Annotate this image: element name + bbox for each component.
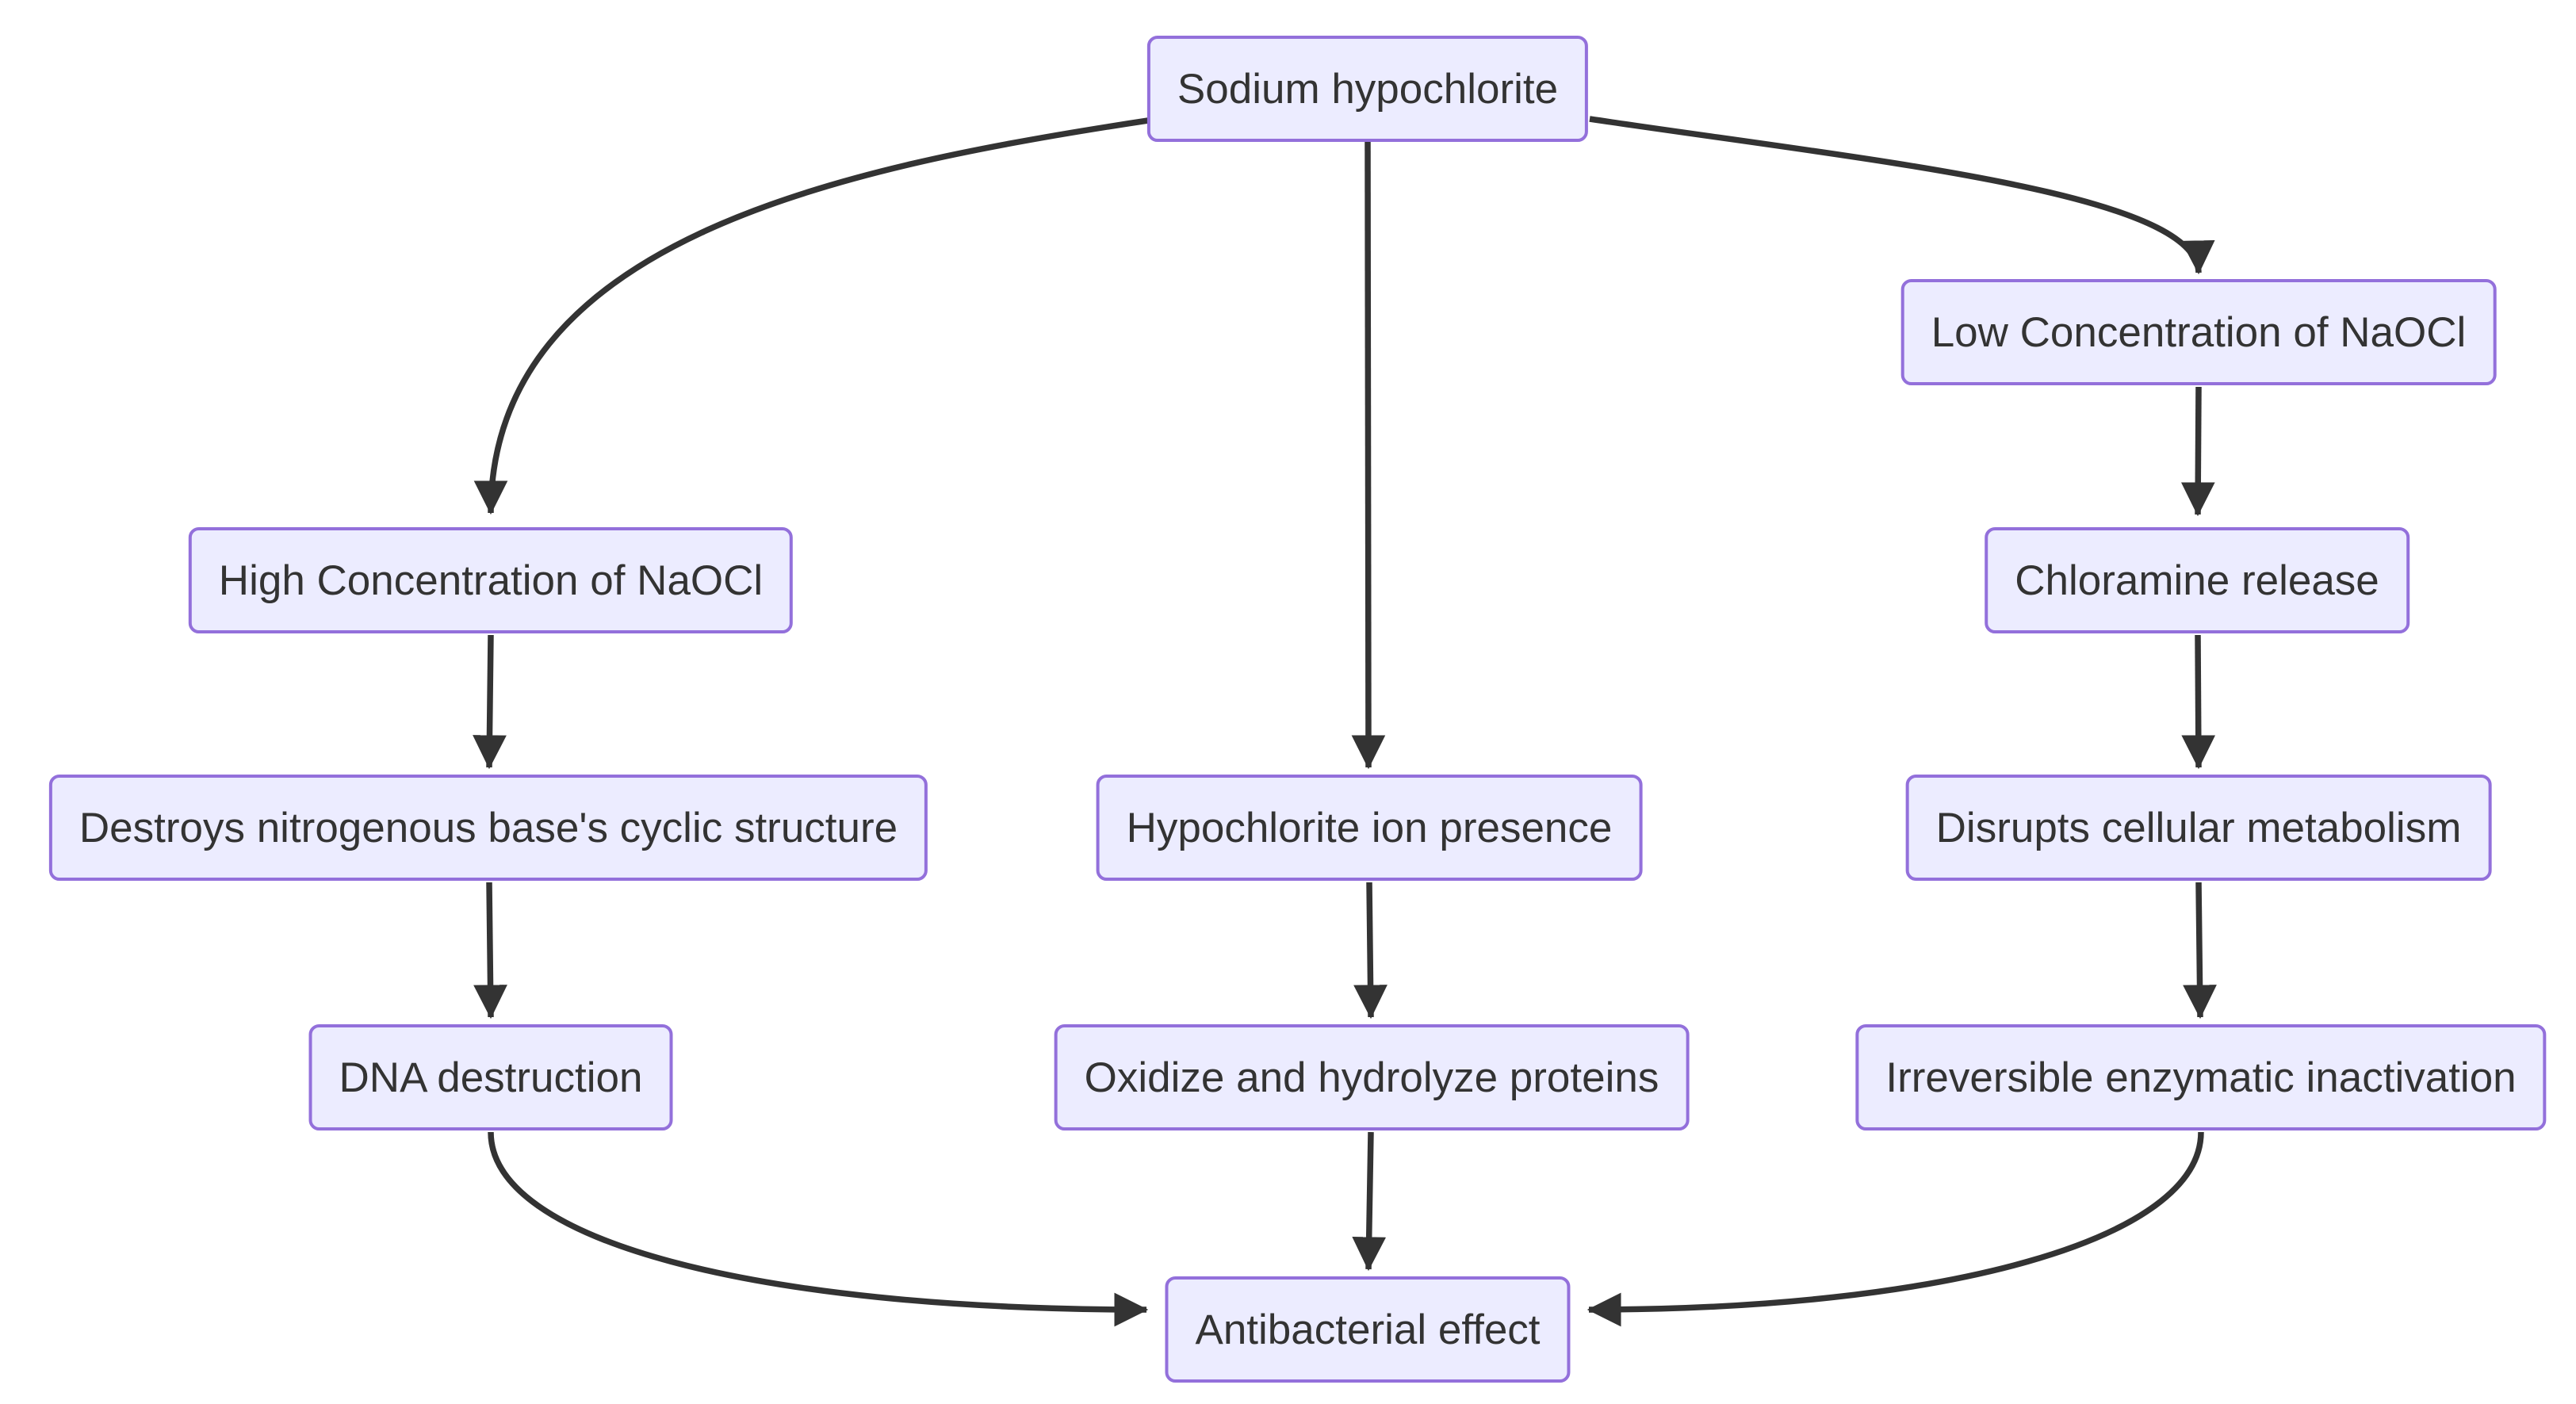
edge-a-to-b [473, 117, 1149, 515]
edge-a-to-g [1589, 116, 2215, 275]
node-h-box: Chloramine release [1985, 527, 2409, 633]
node-d-box: DNA destruction [308, 1024, 673, 1130]
node-k-box: Antibacterial effect [1165, 1276, 1571, 1383]
edge-e-to-f [1353, 882, 1388, 1020]
edge-i-to-j [2183, 882, 2217, 1020]
edge-f-to-k [1352, 1131, 1387, 1272]
edge-b-to-c [473, 634, 507, 770]
node-b-box: High Concentration of NaOCl [188, 527, 794, 633]
node-f-box: Oxidize and hydrolyze proteins [1054, 1024, 1690, 1130]
edge-d-to-k [488, 1131, 1149, 1327]
edge-c-to-d [473, 882, 507, 1020]
node-i-box: Disrupts cellular metabolism [1905, 775, 2492, 881]
node-j-box: Irreversible enzymatic inactivation [1855, 1024, 2547, 1130]
edge-j-to-k [1587, 1131, 2204, 1327]
node-g-box: Low Concentration of NaOCl [1900, 279, 2497, 385]
node-c-box: Destroys nitrogenous base's cyclic struc… [48, 775, 928, 881]
node-e-box: Hypochlorite ion presence [1096, 775, 1643, 881]
node-a-box: Sodium hypochlorite [1146, 36, 1589, 142]
edge-h-to-i [2181, 634, 2216, 770]
edge-g-to-h [2180, 386, 2215, 517]
